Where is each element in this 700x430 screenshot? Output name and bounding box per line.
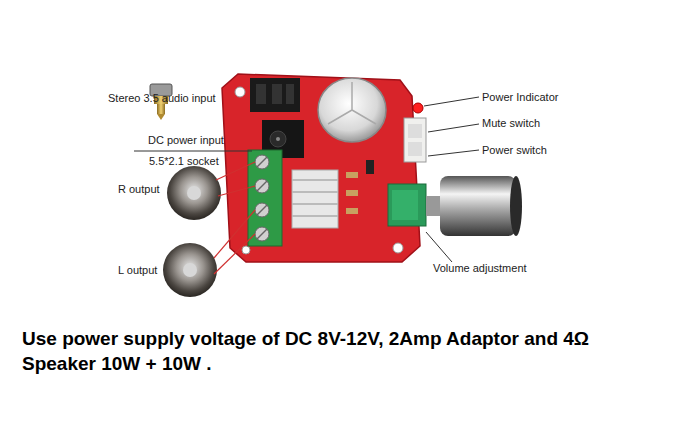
callout-label: Mute switch xyxy=(482,117,540,130)
output-label: R output xyxy=(118,183,160,196)
speaker-wire xyxy=(214,162,255,274)
callout-label: Power switch xyxy=(482,144,547,157)
leader-line xyxy=(134,97,479,262)
callout-label: DC power input xyxy=(148,134,224,147)
callout-label: 5.5*2.1 socket xyxy=(149,155,219,168)
speaker xyxy=(163,166,221,297)
callout-label: Power Indicator xyxy=(482,91,558,104)
volume-knob xyxy=(426,176,522,236)
caption: Use power supply voltage of DC 8V-12V, 2… xyxy=(22,326,622,376)
callout-label: Volume adjustment xyxy=(433,262,527,275)
output-label: L output xyxy=(118,264,157,277)
callout-label: Stereo 3.5 audio input xyxy=(108,92,216,105)
circuit-board xyxy=(222,74,426,262)
